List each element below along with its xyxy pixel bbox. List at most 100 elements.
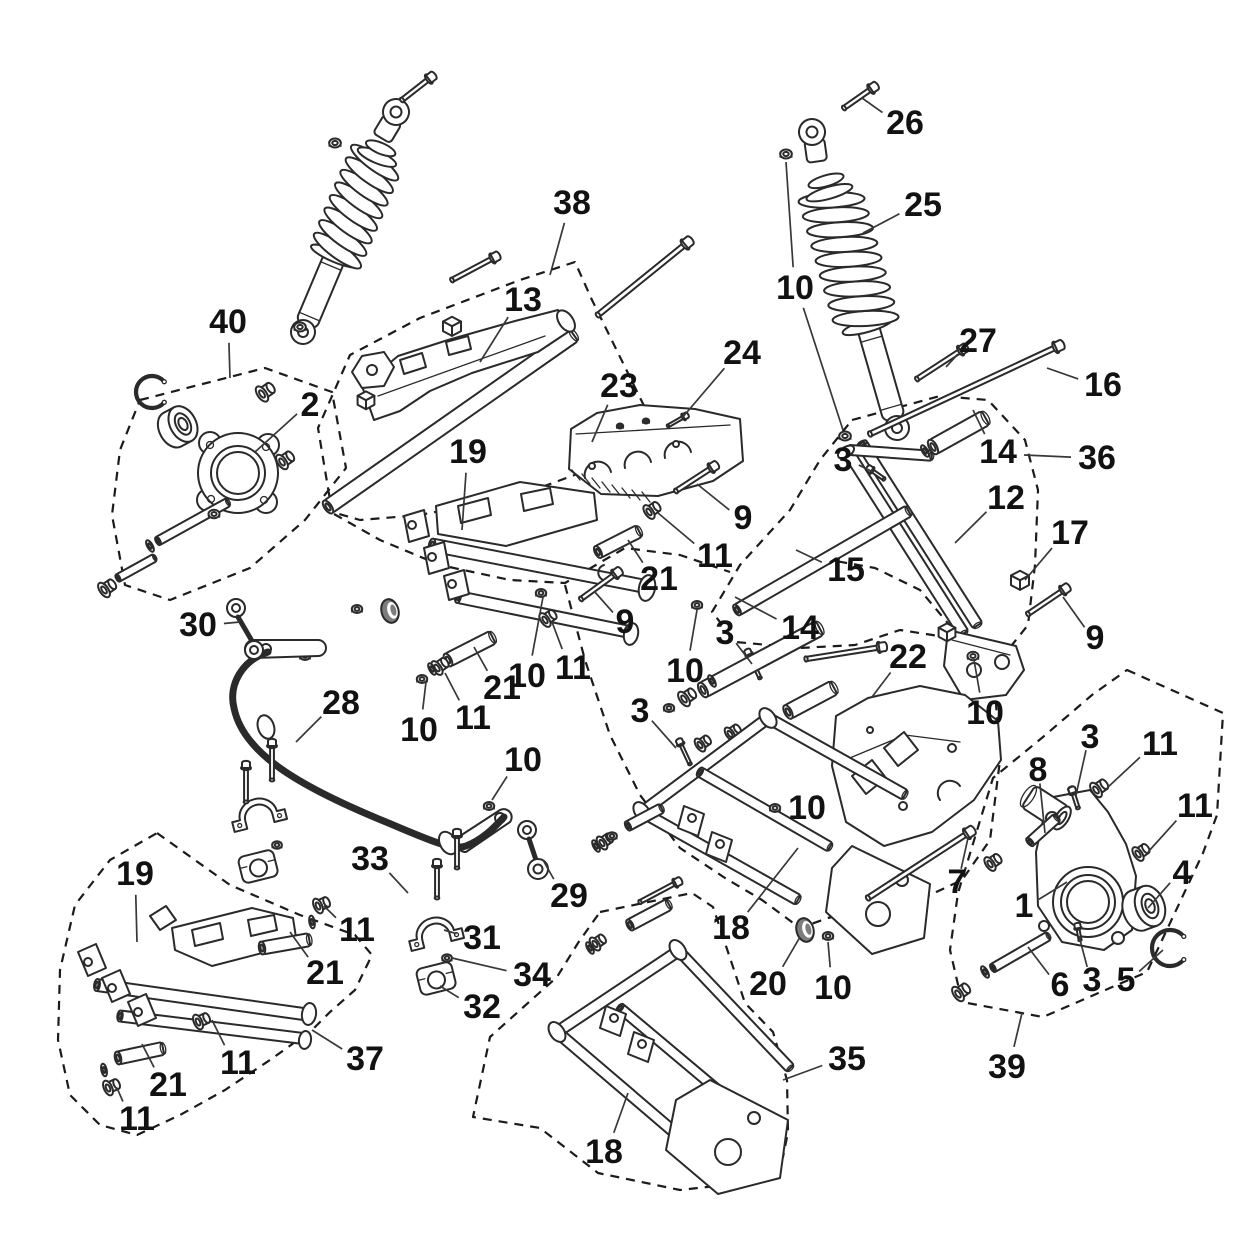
callout-18-48: 18 [712, 909, 750, 947]
trailing-arm-18-upper [632, 707, 931, 955]
leader-line-5 [1138, 949, 1164, 973]
leader-line-10 [827, 941, 832, 968]
bearing-carrier-2 [97, 373, 296, 599]
callout-11-55: 11 [339, 911, 375, 949]
leader-line-40 [228, 342, 231, 379]
leader-line-38 [549, 222, 566, 276]
leader-line-3 [1078, 935, 1089, 968]
leader-line-11 [116, 1087, 124, 1102]
pivot-tubes-14-15 [662, 410, 991, 753]
leader-line-15 [795, 549, 823, 564]
leader-line-29 [542, 859, 555, 880]
callout-38-2: 38 [553, 184, 591, 222]
leader-line-11 [657, 512, 695, 545]
leader-line-10 [689, 609, 698, 651]
leader-line-11 [1106, 756, 1141, 789]
callout-12-15: 12 [987, 479, 1025, 517]
callout-29-47: 29 [550, 877, 588, 915]
leader-line-10 [531, 596, 544, 656]
leader-line-3 [735, 642, 753, 665]
pivot-bolt-16-and-27 [866, 339, 1066, 438]
leader-line-28 [295, 716, 322, 743]
leader-line-19 [134, 894, 138, 943]
leader-line-11 [323, 905, 337, 919]
leader-line-2 [254, 413, 298, 453]
leader-line-3 [651, 720, 677, 749]
leader-line-10 [785, 161, 794, 268]
leader-line-18 [747, 847, 799, 913]
leader-line-11 [444, 672, 461, 701]
leader-line-37 [311, 1029, 343, 1050]
callout-16-8: 16 [1084, 366, 1122, 404]
outline-group-36 [710, 394, 1040, 662]
leader-line-1 [1038, 881, 1068, 901]
callout-32-53: 32 [463, 988, 501, 1026]
callout-9-24: 9 [1086, 619, 1105, 657]
leader-line-10 [491, 775, 508, 801]
end-link-30 [226, 598, 264, 660]
leader-line-13 [479, 316, 509, 363]
leader-line-10 [973, 659, 981, 693]
trailing-arm-18-lower [547, 939, 795, 1195]
callout-23-10: 23 [600, 367, 638, 405]
leader-line-25 [862, 213, 900, 234]
callout-11-34: 11 [455, 699, 491, 737]
callout-3-25: 3 [716, 614, 735, 652]
callout-5-58: 5 [1117, 961, 1136, 999]
leader-line-14 [972, 409, 986, 435]
callout-10-33: 10 [966, 694, 1004, 732]
leader-line-10 [421, 681, 427, 710]
callout-3-57: 3 [1083, 961, 1102, 999]
callout-10-26: 10 [666, 652, 704, 690]
leader-line-21 [473, 646, 489, 672]
callout-27-7: 27 [959, 322, 997, 360]
leader-line-17 [1024, 547, 1053, 581]
callout-11-39: 11 [1142, 725, 1178, 763]
leader-line-9 [696, 483, 730, 511]
center-arm-hardware [298, 460, 763, 811]
callout-6-56: 6 [1051, 966, 1070, 1004]
outline-group-40 [110, 366, 348, 602]
leader-line-22 [871, 671, 892, 698]
callout-11-28: 11 [555, 649, 591, 687]
callout-34-52: 34 [513, 956, 551, 994]
leader-line-10 [802, 307, 844, 431]
leader-line-21 [289, 931, 309, 958]
parts-layer [77, 70, 1187, 1195]
callout-15-19: 15 [827, 551, 865, 589]
callout-30-22: 30 [179, 606, 217, 644]
upper-a-arm-13 [321, 309, 580, 515]
leader-line-7 [960, 837, 969, 869]
leader-line-9 [593, 590, 614, 613]
callout-1-43: 1 [1015, 887, 1034, 925]
callout-22-27: 22 [889, 638, 927, 676]
callout-10-6: 10 [776, 269, 814, 307]
leader-line-35 [782, 1064, 823, 1081]
callout-19-45: 19 [116, 855, 154, 893]
callout-31-51: 31 [463, 919, 501, 957]
callout-11-60: 11 [220, 1044, 256, 1082]
callout-33-46: 33 [351, 840, 389, 878]
leader-line-19 [461, 472, 467, 531]
leader-line-12 [954, 511, 988, 544]
lower-a-arm-19-hardware [100, 896, 332, 1097]
callout-7-42: 7 [948, 863, 967, 901]
leader-line-8 [1039, 783, 1046, 834]
callout-37-59: 37 [346, 1040, 384, 1078]
leader-line-31 [443, 929, 457, 935]
leader-line-11 [211, 1019, 226, 1046]
skid-guard-23 [568, 404, 744, 503]
callout-10-41: 10 [788, 789, 826, 827]
sway-bar-clamps-bushings [231, 737, 466, 996]
outline-group-37 [56, 831, 374, 1137]
callout-9-21: 9 [616, 603, 635, 641]
leader-line-3 [1075, 750, 1087, 796]
callout-21-54: 21 [306, 954, 344, 992]
callout-20-49: 20 [749, 965, 787, 1003]
leader-line-33 [388, 872, 409, 894]
callout-8-38: 8 [1029, 751, 1048, 789]
callout-9-16: 9 [734, 499, 753, 537]
callout-10-35: 10 [400, 711, 438, 749]
pivot-shaft-top [594, 235, 695, 319]
